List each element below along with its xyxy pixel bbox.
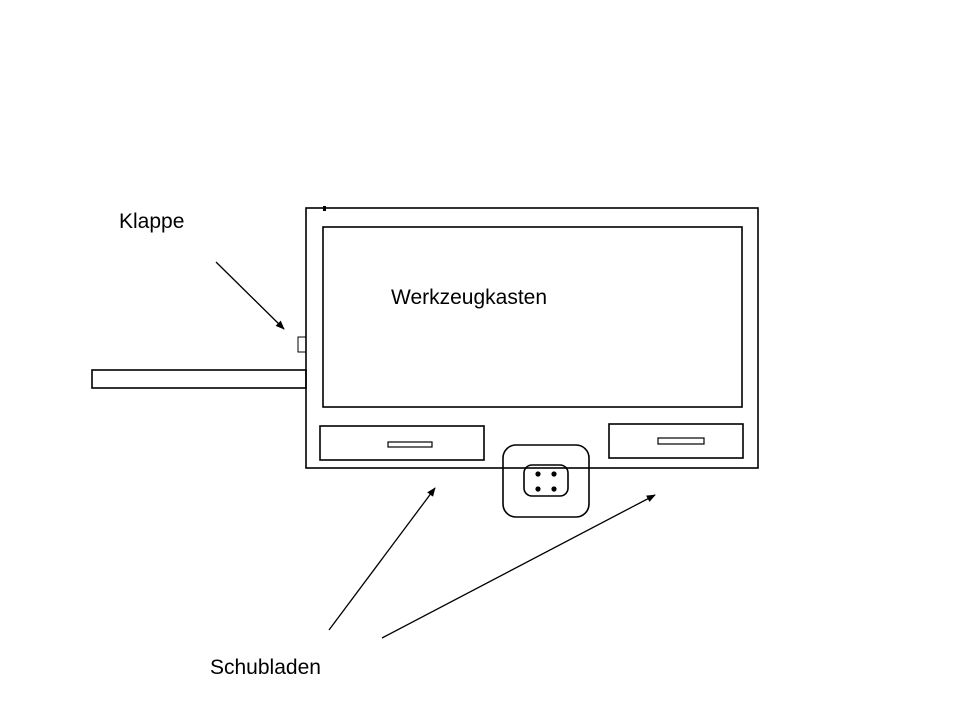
- socket-contacts: [535, 471, 557, 492]
- flap-latch: [297, 336, 307, 353]
- socket-housing: [502, 444, 590, 518]
- drawers-label: Schubladen: [210, 656, 321, 679]
- drawer-right: [608, 423, 744, 459]
- drawer-right-arrow: [381, 494, 656, 639]
- drawer-left-arrow: [328, 487, 436, 631]
- toolbox-label: Werkzeugkasten: [391, 286, 548, 309]
- drawer-right-handle: [657, 437, 705, 445]
- drawer-left-handle: [387, 441, 433, 448]
- flap-panel: [91, 369, 307, 389]
- flap-label: Klappe: [119, 210, 185, 233]
- top-mark: [323, 206, 326, 211]
- toolbox-compartment: [322, 226, 743, 408]
- cabinet-outer-frame: [305, 207, 759, 469]
- flap-arrow: [215, 261, 285, 330]
- drawer-left: [319, 425, 485, 461]
- socket-face: [523, 464, 569, 497]
